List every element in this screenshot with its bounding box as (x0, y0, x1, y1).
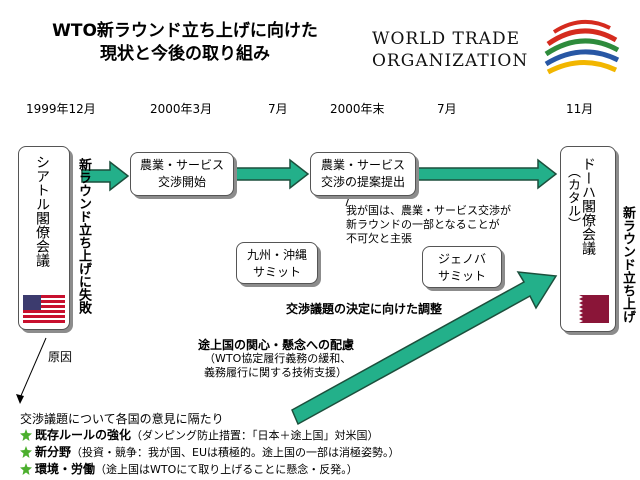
negotiation-start-line-1: 農業・サービス (139, 158, 224, 172)
genoa-summit-box: ジェノバ サミット (422, 246, 502, 288)
bullet-rules-title: 既存ルールの強化 (35, 428, 132, 442)
japan-note-line-1: 我が国は、農業・サービス交渉が (346, 204, 511, 217)
seattle-box: シアトル閣僚会議 (18, 146, 70, 330)
divide-heading: 交渉議題について各国の意見に隔たり (20, 412, 224, 426)
proposal-line-1: 農業・サービス (320, 158, 405, 172)
bullet-environment-labor-detail: （途上国はWTOにて取り上げることに懸念・反発。） (95, 463, 358, 476)
bullet-new-fields-detail: （投資・競争：我が国、EUは積極的。途上国の一部は消極姿勢。） (71, 446, 400, 459)
launch-fail-label: 新ラウンド立ち上げに失敗 (76, 158, 91, 314)
date-2000-end: 2000年末 (330, 102, 385, 116)
cause-arrow-line (19, 337, 47, 399)
developing-note-line-1: （WTO協定履行義務の緩和、 (204, 352, 352, 365)
date-11: 11月 (566, 102, 594, 116)
date-1999-12: 1999年12月 (26, 102, 96, 116)
doha-sub-label: （カタル） (565, 165, 580, 230)
japan-note-line-3: 不可欠と主張 (346, 232, 412, 245)
bullet-star-icon (20, 429, 32, 441)
proposal-box: 農業・サービス 交渉の提案提出 (310, 152, 416, 196)
bullet-new-fields: 新分野（投資・競争：我が国、EUは積極的。途上国の一部は消極姿勢。） (20, 445, 400, 460)
bullet-star-icon (20, 463, 32, 475)
wto-logo-icon (544, 20, 620, 75)
date-2000-03: 2000年3月 (150, 102, 213, 116)
negotiation-start-line-2: 交渉開始 (157, 175, 206, 189)
us-flag-icon (23, 295, 65, 323)
agenda-note: 交渉議題の決定に向けた調整 (286, 302, 443, 316)
arrow-diagonal-to-doha (291, 271, 558, 426)
developing-countries-note: （WTO協定履行義務の緩和、 義務履行に関する技術支援） (204, 352, 351, 380)
cause-arrow-head (16, 394, 24, 404)
japan-note: 我が国は、農業・サービス交渉が 新ラウンドの一部となることが 不可欠と主張 (346, 204, 511, 246)
bullet-environment-labor-title: 環境・労働 (35, 462, 96, 476)
cause-label: 原因 (48, 350, 73, 364)
bullet-star-icon (20, 446, 32, 458)
arrow-start-to-proposal (235, 158, 310, 190)
doha-box: ドーハ閣僚会議 （カタル） (560, 146, 616, 332)
genoa-line-1: ジェノバ (437, 252, 486, 266)
date-07-b: 7月 (437, 102, 457, 116)
title-line-1: WTO新ラウンド立ち上げに向けた (52, 21, 318, 41)
arrow-seattle-to-start (81, 160, 130, 192)
bullet-rules-detail: （ダンピング防止措置：「日本＋途上国」対米国） (131, 429, 379, 442)
developing-note-line-2: 義務履行に関する技術支援） (204, 366, 347, 379)
japan-note-line-2: 新ラウンドの一部となることが (346, 218, 500, 231)
negotiation-start-box: 農業・サービス 交渉開始 (130, 152, 234, 196)
arrow-proposal-to-doha (417, 158, 558, 190)
launch-label: 新ラウンド立ち上げ (620, 206, 635, 323)
wto-wordmark-line-1: WORLD TRADE (372, 29, 520, 49)
kyushu-line-1: 九州・沖縄 (246, 248, 307, 262)
doha-label: ドーハ閣僚会議 (580, 157, 596, 255)
genoa-line-2: サミット (437, 269, 486, 283)
developing-countries-title: 途上国の関心・懸念への配慮 (198, 338, 355, 352)
slide-title: WTO新ラウンド立ち上げに向けた 現状と今後の取り組み (20, 20, 350, 66)
proposal-line-2: 交渉の提案提出 (320, 175, 405, 189)
wto-wordmark: WORLD TRADE ORGANIZATION (372, 28, 528, 72)
bullet-new-fields-title: 新分野 (35, 445, 72, 459)
title-line-2: 現状と今後の取り組み (100, 44, 270, 64)
seattle-label: シアトル閣僚会議 (34, 155, 50, 267)
kyushu-line-2: サミット (252, 265, 301, 279)
date-07-a: 7月 (268, 102, 288, 116)
kyushu-summit-box: 九州・沖縄 サミット (236, 242, 318, 284)
bullet-rules: 既存ルールの強化（ダンピング防止措置：「日本＋途上国」対米国） (20, 428, 379, 443)
bullet-environment-labor: 環境・労働（途上国はWTOにて取り上げることに懸念・反発。） (20, 462, 358, 477)
wto-wordmark-line-2: ORGANIZATION (372, 51, 529, 71)
qatar-flag-icon (567, 295, 609, 323)
